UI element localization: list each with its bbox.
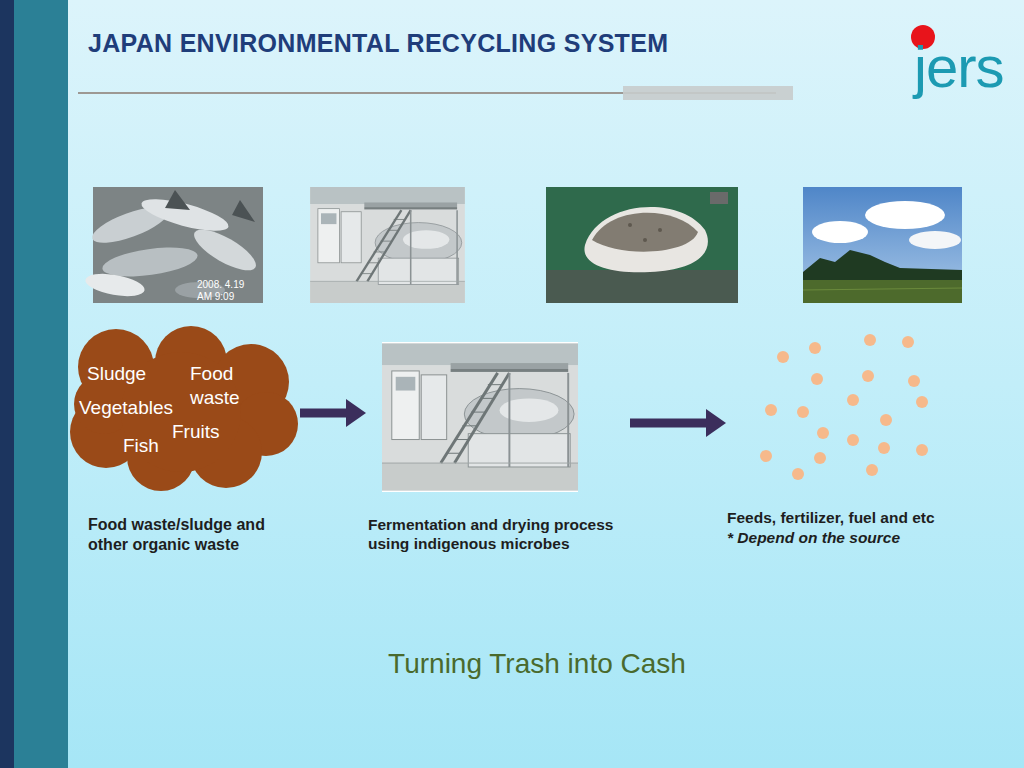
cloud-node: Sludge Food wasteVegetablesFruitsFishFood… (66, 322, 300, 562)
slide-title: JAPAN ENVIRONMENTAL RECYCLING SYSTEM (88, 29, 668, 58)
node-heading: Feeds, fertilizer, fuel and etc (727, 508, 957, 527)
cloud-word: Fruits (172, 420, 242, 444)
photo-timestamp: AM 9:09 (197, 292, 234, 302)
node-note: * Depend on the source (727, 528, 957, 547)
process-node: Fermentation and drying process using in… (366, 338, 630, 560)
cloud-word: Fish (123, 434, 173, 458)
node-heading: Food waste/sludge and other organic wast… (88, 515, 298, 555)
flow-arrow (300, 399, 366, 427)
node-heading: Fermentation and drying process using in… (368, 515, 630, 554)
slide-caption: Turning Trash into Cash (280, 648, 794, 680)
cloud-word: Food waste (190, 362, 250, 410)
flow-arrow (630, 409, 726, 437)
cloud-word: Vegetables (79, 396, 179, 420)
logo-text: jers (914, 38, 1003, 96)
photo-timestamp: 2008. 4.19 (197, 280, 244, 290)
cloud-word: Sludge (87, 362, 167, 386)
process-node: Feeds, fertilizer, fuel and etc* Depend … (726, 328, 958, 556)
